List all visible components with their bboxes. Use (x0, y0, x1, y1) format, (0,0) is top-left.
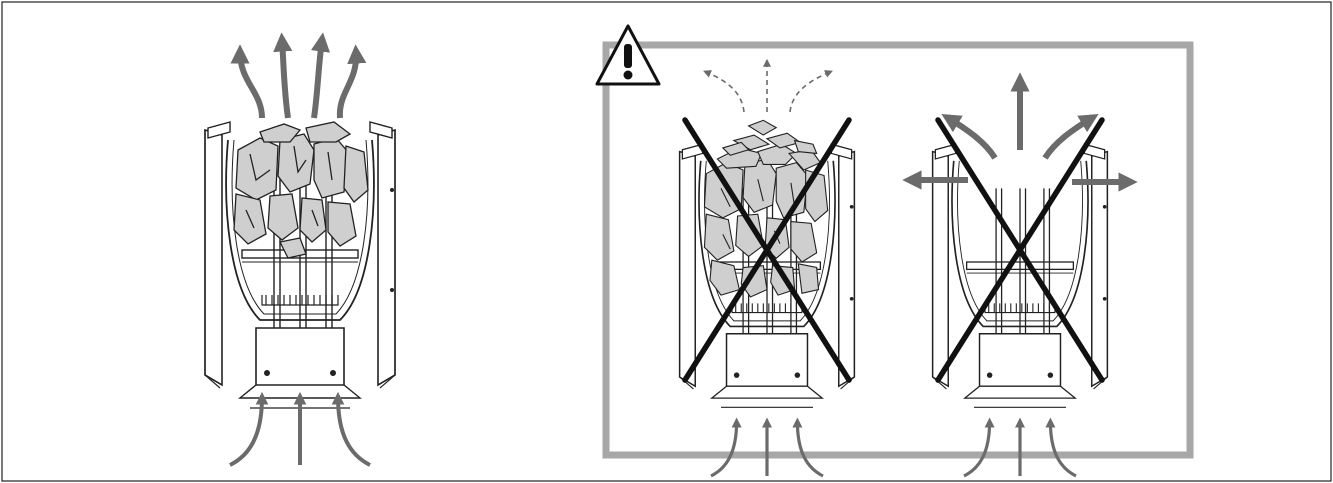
stones-overfilled (704, 120, 827, 297)
heater-overfilled (680, 120, 855, 407)
heater-correct (205, 122, 395, 408)
airflow-out-weak (706, 62, 830, 112)
airflow-in-correct (230, 397, 370, 465)
airflow-in-empty (964, 422, 1076, 476)
airflow-out-strong (240, 40, 356, 118)
stones-normal (234, 122, 368, 258)
airflow-in-overfilled (711, 422, 823, 476)
